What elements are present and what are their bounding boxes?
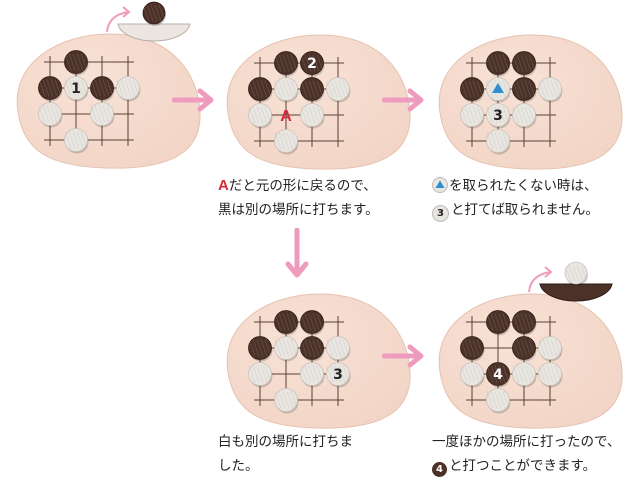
white-stone-3: 3	[486, 103, 511, 129]
caption-board-4: 白も別の場所に打ちま した。	[218, 430, 353, 478]
white-stone-3: 3	[326, 362, 351, 388]
arrow-right-icon	[382, 344, 424, 368]
move-number: 1	[71, 81, 81, 97]
caption-line: だと元の形に戻るので、	[228, 178, 377, 194]
black-stone	[512, 310, 537, 336]
black-stone	[274, 51, 299, 77]
white-stone	[116, 76, 141, 102]
black-stone	[512, 51, 537, 77]
caption-line: 黒は別の場所に打ちます。	[218, 202, 379, 218]
white-stone	[538, 362, 563, 388]
arrow-right-icon	[382, 88, 424, 112]
mark-a-label: A	[218, 177, 229, 194]
black-stone	[274, 310, 299, 336]
captured-stone	[564, 261, 588, 286]
captured-stone-bowl	[528, 261, 613, 302]
move-number: 3	[493, 108, 503, 124]
black-stone	[486, 310, 511, 336]
board-background	[16, 33, 201, 169]
black-stone	[300, 310, 325, 336]
stone-4-icon: 4	[432, 462, 447, 477]
white-stone	[300, 362, 325, 388]
white-stone	[38, 102, 63, 128]
black-stone-2: 2	[300, 51, 325, 77]
white-stone	[486, 129, 511, 155]
caption-line: を取られたくない時は、	[449, 178, 598, 194]
board-background	[226, 293, 411, 429]
white-stone	[538, 77, 563, 103]
curved-arrow-icon	[528, 266, 553, 293]
white-stone	[326, 77, 351, 103]
white-stone-1: 1	[64, 76, 89, 102]
black-stone	[64, 50, 89, 76]
triangle-stone-icon	[432, 177, 448, 193]
arrow-right-icon	[172, 88, 214, 112]
white-stone	[538, 336, 563, 362]
board-background	[438, 293, 623, 429]
move-number: 4	[493, 367, 503, 383]
white-stone	[512, 103, 537, 129]
white-stone	[248, 103, 273, 129]
black-stone	[460, 336, 485, 362]
black-stone-4: 4	[486, 362, 511, 388]
caption-line: した。	[218, 458, 259, 474]
black-stone	[486, 51, 511, 77]
black-stone	[248, 77, 273, 103]
white-stone	[486, 388, 511, 414]
caption-line: と打つことができます。	[449, 458, 597, 474]
white-stone	[326, 336, 351, 362]
curved-arrow-icon	[106, 6, 131, 33]
black-stone	[512, 336, 537, 362]
white-stone	[460, 362, 485, 388]
caption-board-2: Aだと元の形に戻るので、 黒は別の場所に打ちます。	[218, 174, 379, 222]
caption-line: 白も別の場所に打ちま	[218, 434, 353, 450]
black-stone	[460, 77, 485, 103]
board-background	[226, 34, 411, 170]
captured-stone-bowl	[106, 1, 191, 42]
white-stone	[274, 388, 299, 414]
black-stone	[300, 336, 325, 362]
board-background	[438, 34, 623, 170]
white-stone	[64, 128, 89, 154]
white-stone	[274, 336, 299, 362]
black-stone	[300, 77, 325, 103]
black-stone	[90, 76, 115, 102]
white-stone	[300, 103, 325, 129]
white-stone	[274, 129, 299, 155]
white-stone	[486, 77, 511, 103]
move-number: 2	[307, 56, 317, 72]
white-stone	[274, 77, 299, 103]
bowl-lid	[539, 283, 613, 302]
stone-3-icon: 3	[432, 205, 449, 222]
arrow-down-icon	[285, 228, 309, 278]
triangle-mark-icon	[492, 83, 504, 93]
move-number: 3	[333, 367, 343, 383]
white-stone	[460, 103, 485, 129]
white-stone	[90, 102, 115, 128]
black-stone	[38, 76, 63, 102]
white-stone	[512, 362, 537, 388]
captured-stone	[142, 1, 166, 26]
black-stone	[248, 336, 273, 362]
caption-line: 一度ほかの場所に打ったので、	[432, 434, 621, 450]
mark-a: A	[280, 108, 292, 125]
bowl-lid	[117, 23, 191, 42]
black-stone	[512, 77, 537, 103]
white-stone	[248, 362, 273, 388]
caption-line: と打てば取られません。	[451, 202, 599, 218]
